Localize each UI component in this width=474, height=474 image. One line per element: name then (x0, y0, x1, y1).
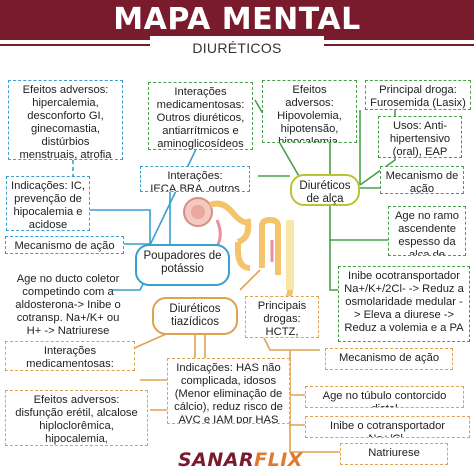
subtitle-tab (150, 36, 324, 62)
mechanism-k-detail: Age no ducto coletor competindo com a al… (15, 273, 121, 335)
adverse-effects-k-sparing: Efeitos adversos: hipercalemia, desconfo… (8, 80, 123, 160)
hub-potassium-sparing: Poupadores de potássio (135, 244, 230, 286)
adverse-effects-loop: Efeitos adversos: Hipovolemia, hipotensã… (262, 80, 357, 143)
main-drug-loop: Principal droga: Furosemida (Lasix) (365, 80, 471, 110)
hub-thiazide-diuretics: Diuréticos tiazídicos (152, 297, 238, 335)
interactions-loop: Interações medicamentosas: Outros diurét… (148, 82, 253, 150)
adverse-effects-thiazide: Efeitos adversos: disfunção erétil, alca… (5, 390, 148, 446)
indications-k-sparing: Indicações: IC, prevenção de hipocalemia… (6, 176, 90, 231)
action-thiazide: Inibe o cotransportador Na+/Cl- (305, 416, 470, 438)
mechanism-loop-label: Mecanismo de ação (380, 166, 464, 194)
action-loop: Inibe ocotransportador Na+/K+/2Cl- -> Re… (338, 266, 470, 342)
site-thiazide: Age no túbulo contorcido distal (305, 386, 464, 408)
hub-loop-diuretics: Diuréticos de alça (290, 174, 360, 206)
site-loop: Age no ramo ascendente espesso da alça d… (388, 206, 466, 256)
main-drugs-thiazide: Principais drogas: HCTZ, clortalidona (245, 296, 319, 338)
interactions-k-sparing: Interações: IECA,BRA, outros diuréticos (140, 166, 250, 192)
page-title: MAPA MENTAL (113, 2, 361, 37)
page-subtitle: DIURÉTICOS (192, 40, 282, 56)
brand-logo: SANARFLIX (178, 449, 302, 473)
natriuresis-thiazide: Natriurese (340, 443, 448, 465)
header-bar (0, 0, 474, 40)
mechanism-thiazide-label: Mecanismo de ação (325, 348, 453, 370)
mechanism-k-label: Mecanismo de ação (5, 236, 124, 254)
interactions-thiazide: Interações medicamentosas: diuréticos de… (5, 341, 135, 371)
brand-part2: FLIX (254, 449, 303, 471)
brand-part1: SANAR (178, 449, 255, 471)
uses-loop: Usos: Anti-hipertensivo (oral), EAP (IV) (378, 116, 462, 158)
indications-thiazide: Indicações: HAS não complicada, idosos (… (167, 358, 290, 424)
